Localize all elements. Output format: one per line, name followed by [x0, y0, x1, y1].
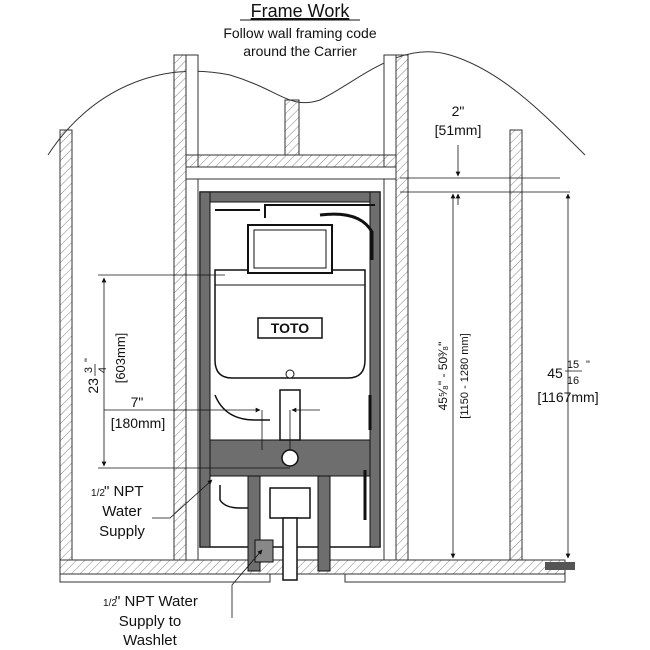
offset-mm-label: [180mm]	[111, 415, 165, 431]
outer-stud-left	[59, 129, 73, 561]
brand-plate	[257, 317, 323, 339]
section-break-curve	[47, 51, 586, 156]
page-title: Frame Work	[251, 1, 351, 21]
fixed-height-mm: [1167mm]	[537, 389, 598, 405]
stud-left	[173, 54, 199, 561]
top-gap-label: 2"	[452, 103, 465, 119]
subtitle-line-2: around the Carrier	[243, 43, 357, 59]
stud-right	[383, 54, 409, 561]
supply-height-num: 3	[83, 367, 95, 373]
washlet-supply-frac: 1/2	[103, 598, 117, 609]
callout-washlet-supply: 1/2 " NPT Water Supply to Washlet	[103, 549, 263, 649]
top-gap-mm-label: [51mm]	[435, 122, 482, 138]
header-beam	[185, 154, 397, 180]
washlet-supply-line2: Supply to	[119, 613, 182, 630]
adjustable-height-mm: [1150 - 1280 mm]	[459, 333, 471, 418]
dim-supply-height: 23 3 4 " [603mm]	[83, 274, 225, 467]
outer-stud-right	[509, 129, 523, 561]
fixed-height-whole: 45	[547, 365, 563, 381]
dim-adjustable-height: 45⁵⁄₈" - 50³⁄₈" [1150 - 1280 mm]	[436, 193, 471, 559]
stud-center-stub	[284, 99, 300, 156]
npt-supply-line3: Supply	[99, 523, 145, 540]
washlet-supply-line3: Washlet	[123, 632, 177, 649]
fixed-height-den: 16	[567, 375, 579, 387]
washlet-supply-line1: " NPT Water	[115, 593, 198, 610]
dim-offset: 7" [180mm]	[98, 394, 320, 469]
supply-height-inch: "	[83, 358, 95, 362]
floor	[59, 559, 575, 583]
fixed-height-inch: "	[586, 359, 590, 371]
callout-npt-supply: 1/2 " NPT Water Supply	[91, 479, 213, 540]
drain-pipe	[254, 389, 311, 581]
supply-height-whole: 23	[85, 378, 101, 394]
npt-supply-frac: 1/2	[91, 488, 105, 499]
npt-supply-line1: " NPT	[104, 483, 144, 500]
dim-top-gap: 2" [51mm]	[400, 103, 570, 205]
dim-fixed-height: 45 15 16 " [1167mm]	[537, 193, 599, 559]
fixed-height-num: 15	[567, 359, 579, 371]
supply-height-mm: [603mm]	[113, 333, 128, 384]
subtitle-line-1: Follow wall framing code	[223, 25, 376, 41]
tank: TOTO	[214, 224, 366, 379]
npt-supply-line2: Water	[102, 503, 141, 520]
brand-label: TOTO	[271, 320, 309, 336]
supply-height-den: 4	[97, 367, 109, 373]
offset-label: 7"	[131, 394, 144, 410]
supply-pipes	[214, 204, 375, 520]
adjustable-height-label: 45⁵⁄₈" - 50³⁄₈"	[436, 342, 450, 411]
